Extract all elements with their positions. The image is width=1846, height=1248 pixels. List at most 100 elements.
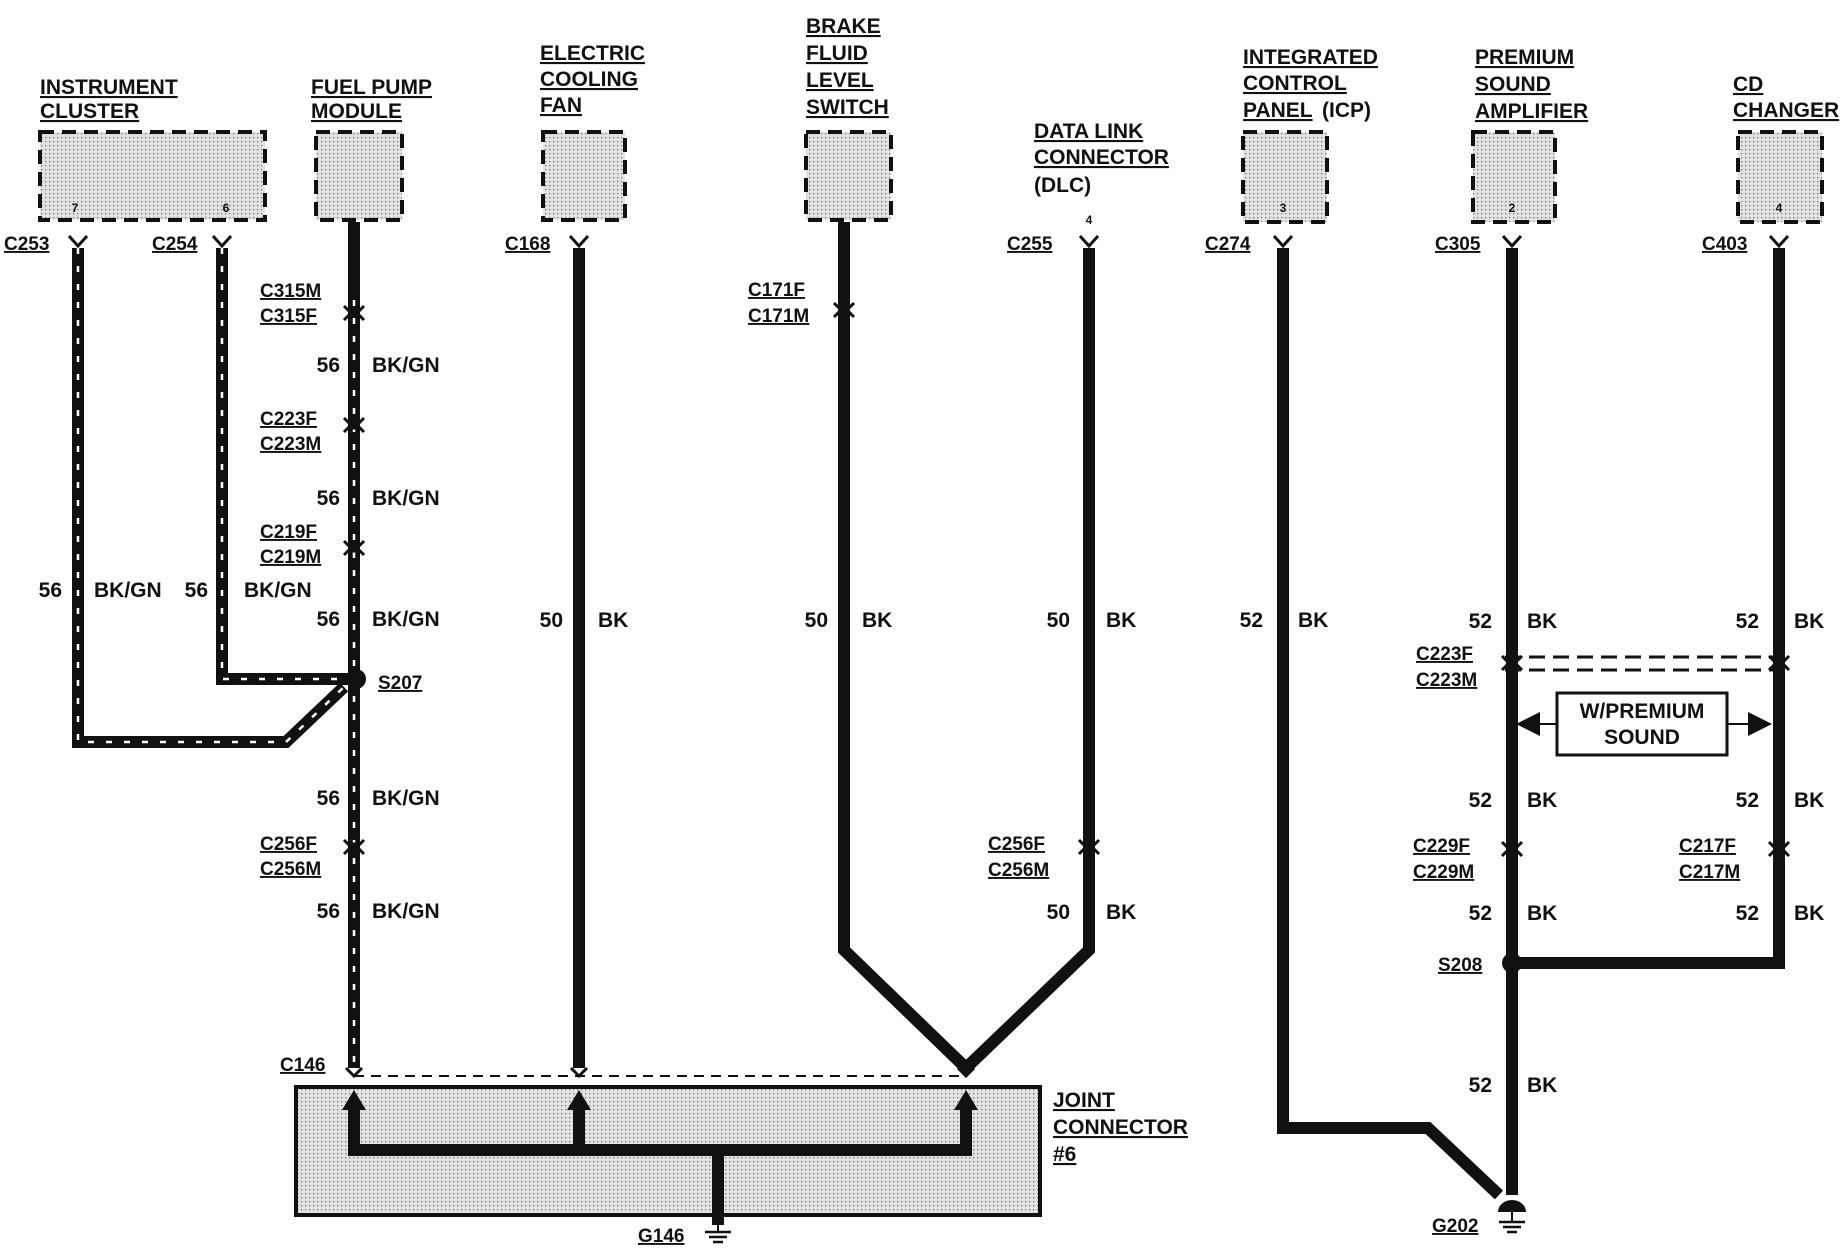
wire-circuit-number: 50: [805, 609, 828, 632]
ground-icon: [705, 1225, 731, 1244]
wire-circuit-number: 50: [1047, 609, 1070, 632]
data-link-connector: DATA LINK CONNECTOR (DLC) 4: [1034, 120, 1169, 227]
wire-color-code: BK: [1527, 789, 1557, 812]
circuit-52-wires: W/PREMIUM SOUND: [1277, 248, 1786, 1200]
wire-50-bk: [838, 222, 1095, 1077]
integrated-control-panel-label: PANEL: [1243, 99, 1313, 122]
ground-label: G202: [1432, 1216, 1478, 1237]
arrow-up-icon: [342, 1090, 366, 1110]
electric-cooling-fan-label: COOLING: [540, 68, 638, 91]
joint-connector-label: CONNECTOR: [1053, 1116, 1188, 1139]
connector-label: C256F: [260, 834, 317, 855]
premium-sound-amplifier-label: SOUND: [1475, 73, 1551, 96]
data-link-connector-label: CONNECTOR: [1034, 146, 1169, 169]
wire-circuit-number: 52: [1736, 789, 1759, 812]
wire-color-code: BK: [598, 609, 628, 632]
wire-circuit-number: 56: [185, 579, 208, 602]
ground-terminal-icon: [1498, 1200, 1526, 1212]
wire-circuit-number: 56: [317, 900, 340, 923]
wire-color-code: BK: [1298, 609, 1328, 632]
connector-label: C223M: [260, 434, 321, 455]
wire-circuit-number: 56: [39, 579, 62, 602]
fuel-pump-module-label: MODULE: [311, 100, 402, 123]
splice-s208: [1502, 953, 1522, 973]
connector-label: C219F: [260, 522, 317, 543]
integrated-control-panel-label: INTEGRATED: [1243, 46, 1378, 69]
option-note: SOUND: [1604, 726, 1680, 749]
joint-connector-label: JOINT: [1053, 1089, 1115, 1112]
connector-label: C223M: [1416, 670, 1477, 691]
wire-color-code: BK: [1527, 902, 1557, 925]
wire-color-code: BK/GN: [372, 354, 440, 377]
connector-label: C403: [1702, 234, 1747, 255]
splice-label: S207: [378, 673, 422, 694]
electric-cooling-fan: ELECTRIC COOLING FAN: [540, 42, 645, 222]
wire-circuit-number: 56: [317, 787, 340, 810]
wire-color-code: BK/GN: [372, 608, 440, 631]
wire-circuit-number: 50: [540, 609, 563, 632]
cd-changer-label: CHANGER: [1733, 99, 1839, 122]
joint-connector-label: #6: [1053, 1143, 1076, 1166]
brake-fluid-level-switch-label: BRAKE: [806, 15, 881, 38]
wire-color-code: BK: [1794, 789, 1824, 812]
connector-hangers: [67, 234, 1791, 1079]
connector-label: C305: [1435, 234, 1481, 255]
connector-label: C168: [505, 234, 550, 255]
wire-circuit-number: 56: [317, 608, 340, 631]
connector-label: C217M: [1679, 862, 1740, 883]
wire-circuit-number: 56: [317, 354, 340, 377]
wire-56-bkgn: [216, 248, 350, 685]
electric-cooling-fan-label: ELECTRIC: [540, 42, 645, 65]
pin-number: 4: [1086, 213, 1093, 227]
wire-circuit-number: 50: [1047, 901, 1070, 924]
premium-sound-amplifier: PREMIUM SOUND AMPLIFIER 2: [1471, 46, 1588, 224]
cd-changer: CD CHANGER 4: [1733, 73, 1839, 224]
connector-label: C223F: [1416, 644, 1473, 665]
ground-g146: G146: [638, 1225, 731, 1247]
connector-label: C229M: [1413, 862, 1474, 883]
data-link-connector-label: (DLC): [1034, 174, 1091, 197]
ground-g202: G202: [1432, 1200, 1526, 1237]
wire-color-code: BK: [1106, 609, 1136, 632]
connector-label: C256M: [988, 860, 1049, 881]
integrated-control-panel: INTEGRATED CONTROL PANEL (ICP) 3: [1241, 46, 1378, 224]
connector-labels: C253 C254 C315M C315F C223F C223M C219F …: [4, 234, 1747, 1076]
wire-color-code: BK/GN: [372, 900, 440, 923]
premium-sound-amplifier-label: PREMIUM: [1475, 46, 1574, 69]
connector-label: C223F: [260, 409, 317, 430]
connector-label: C254: [152, 234, 198, 255]
electric-cooling-fan-label: FAN: [540, 94, 582, 117]
joint-bus: [348, 1105, 972, 1156]
wire-color-code: BK/GN: [244, 579, 312, 602]
wire-color-code: BK: [862, 609, 892, 632]
arrow-up-icon: [954, 1090, 978, 1110]
connector-label: C255: [1007, 234, 1053, 255]
cd-changer-label: CD: [1733, 73, 1763, 96]
ground-label: G146: [638, 1226, 684, 1247]
circuit-56-wires: [72, 222, 366, 1068]
wire-circuit-number: 52: [1736, 610, 1759, 633]
wire-circuit-number: 52: [1469, 610, 1492, 633]
premium-sound-amplifier-label: AMPLIFIER: [1475, 100, 1588, 123]
wire-color-code: BK/GN: [372, 787, 440, 810]
connector-label: C315M: [260, 281, 321, 302]
connector-label: C256F: [988, 834, 1045, 855]
splice-s207: [346, 669, 366, 689]
pin-number: 3: [1280, 201, 1287, 215]
pin-number: 7: [72, 201, 79, 215]
connector-label: C315F: [260, 306, 317, 327]
connector-label: C229F: [1413, 836, 1470, 857]
connector-label: C256M: [260, 859, 321, 880]
ground-icon: [1499, 1212, 1525, 1234]
wire-color-code: BK: [1527, 610, 1557, 633]
wire-52-bk: [1277, 248, 1504, 1200]
wire-color-code: BK: [1106, 901, 1136, 924]
pin-number: 4: [1776, 201, 1783, 215]
wire-circuit-number: 52: [1469, 789, 1492, 812]
connector-label: C171M: [748, 306, 809, 327]
instrument-cluster: INSTRUMENT CLUSTER 7 6: [38, 76, 267, 222]
connector-label: C171F: [748, 280, 805, 301]
pin-number: 6: [223, 201, 230, 215]
wire-color-code: BK: [1794, 902, 1824, 925]
